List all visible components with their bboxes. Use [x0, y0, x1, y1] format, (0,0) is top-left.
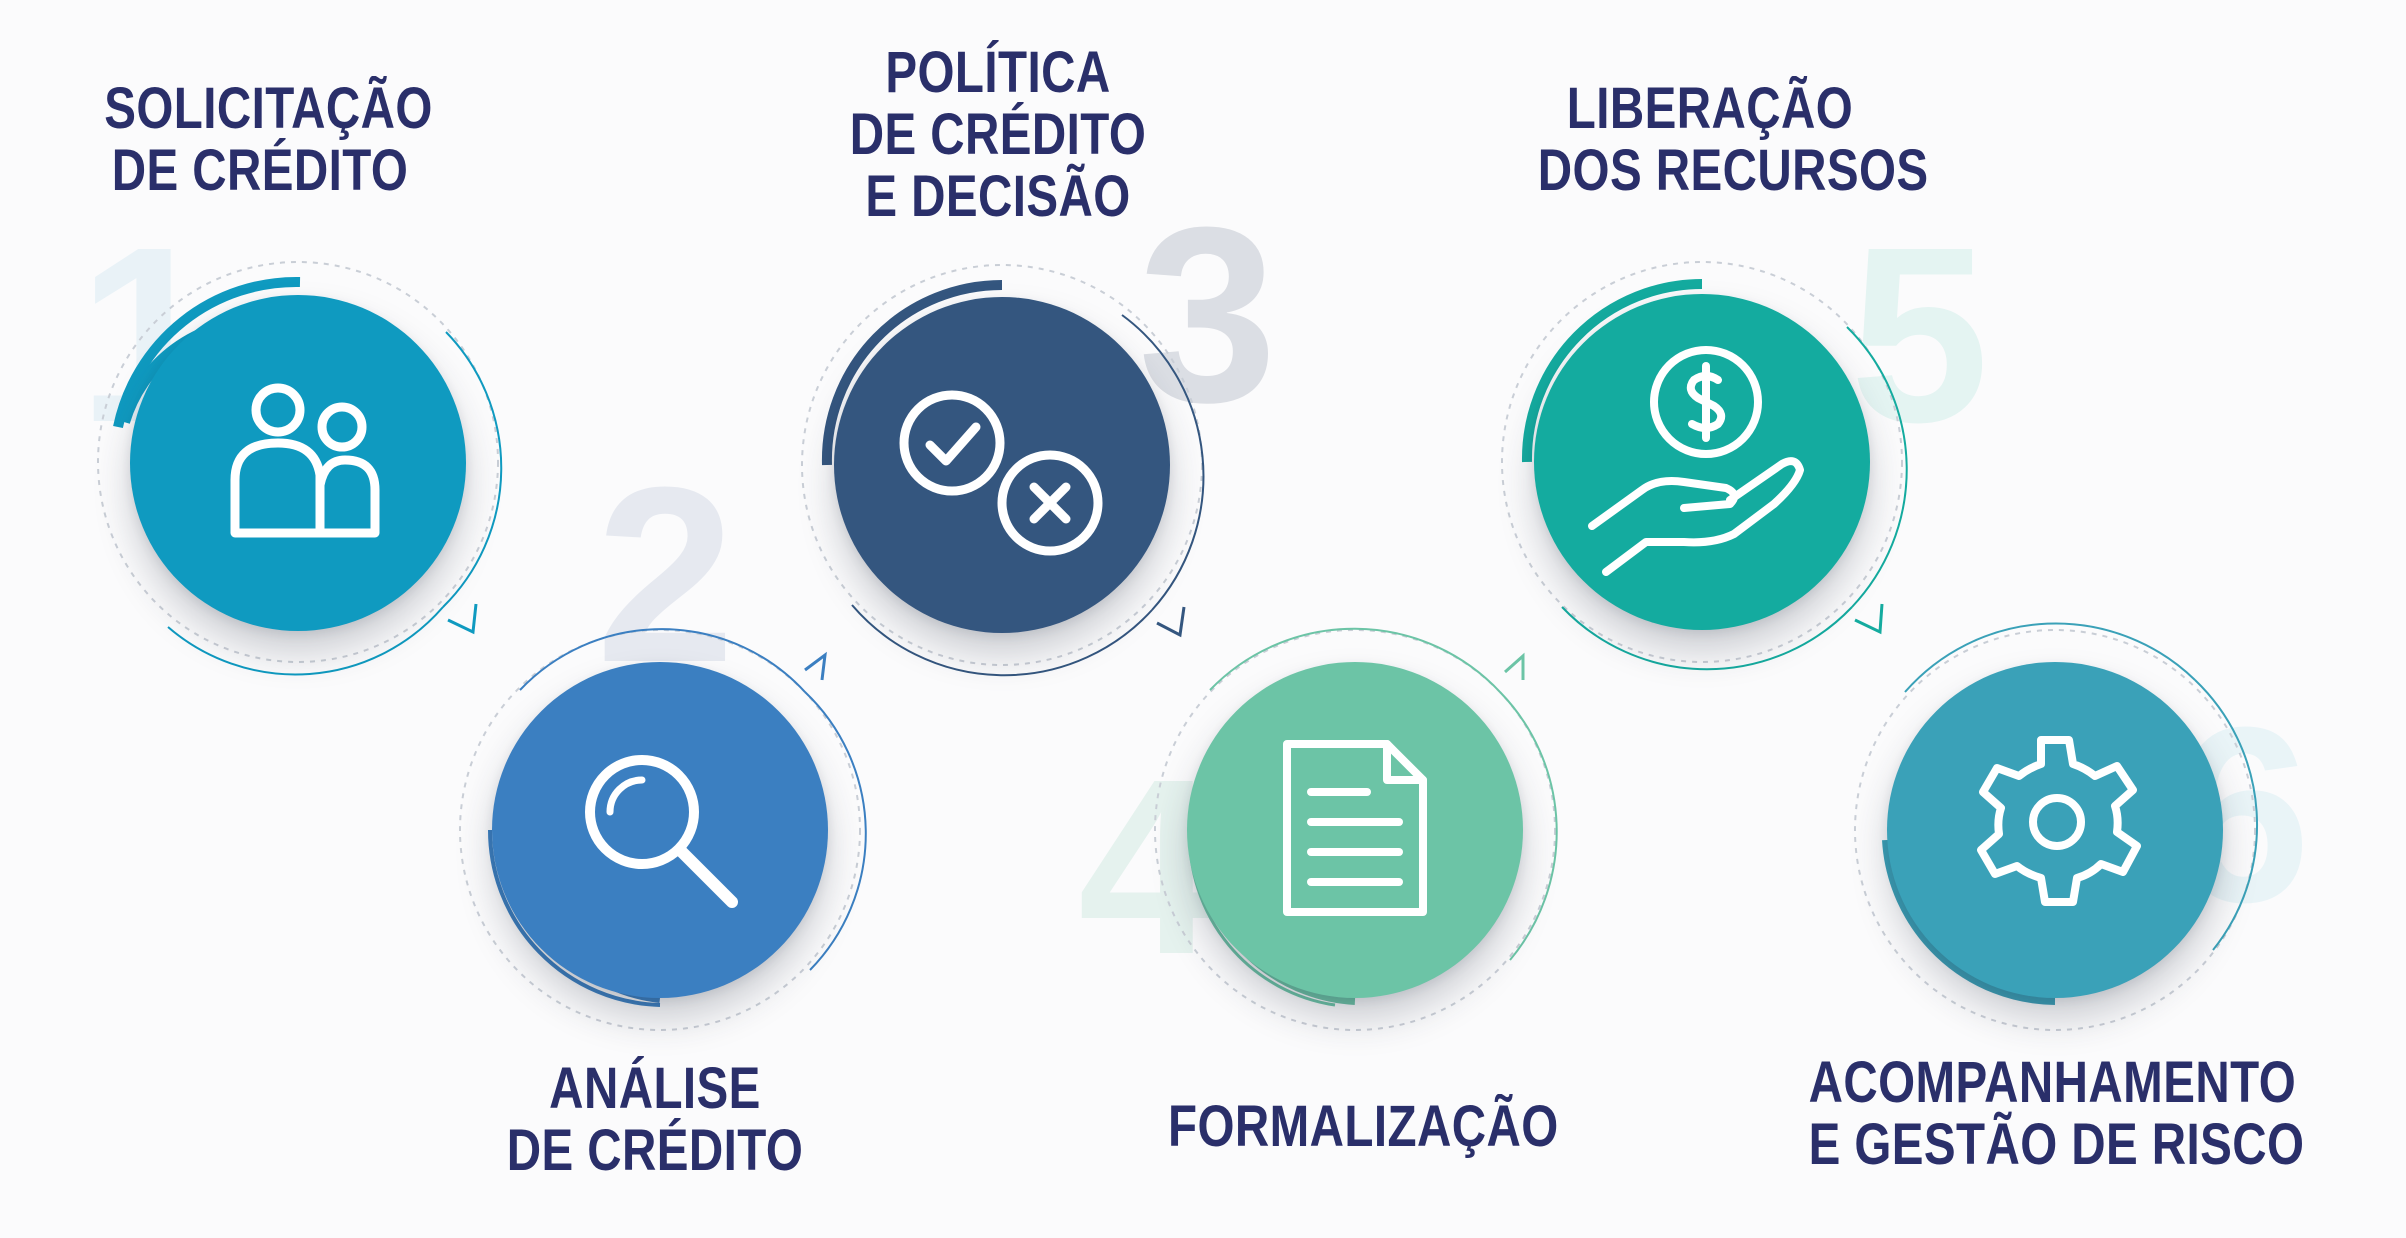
- step-5-ring: [1501, 261, 1908, 671]
- document-icon: [1283, 740, 1427, 916]
- step-2-number: 2: [596, 435, 736, 714]
- gear-icon: [1977, 736, 2141, 906]
- step-1-disc: [130, 295, 466, 631]
- step-6-title-line: E GESTÃO DE RISCO: [1808, 1112, 2305, 1177]
- step-3-title: POLÍTICA DE CRÉDITO E DECISÃO: [842, 42, 1154, 228]
- step-5-title: LIBERAÇÃO DOS RECURSOS: [1537, 76, 1929, 203]
- magnifier-icon: [585, 755, 738, 908]
- step-5-title-line: LIBERAÇÃO: [1566, 76, 1854, 141]
- step-2-title-line: ANÁLISE: [549, 1056, 761, 1121]
- step-3-title-line: E DECISÃO: [865, 164, 1131, 229]
- step-1-title: SOLICITAÇÃO DE CRÉDITO: [104, 76, 433, 203]
- step-3-number: 3: [1138, 175, 1278, 454]
- step-6-title-line: ACOMPANHAMENTO: [1808, 1050, 2297, 1115]
- step-4-disc: [1187, 662, 1523, 998]
- step-2-title: ANÁLISE DE CRÉDITO: [503, 1058, 806, 1182]
- step-3-disc: [834, 297, 1170, 633]
- step-2-disc: [492, 662, 828, 998]
- step-4-title-line: FORMALIZAÇÃO: [1168, 1094, 1559, 1159]
- people-icon: [230, 383, 380, 538]
- step-4-title: FORMALIZAÇÃO: [1168, 1094, 1559, 1159]
- step-1-title-line: SOLICITAÇÃO: [104, 76, 433, 141]
- step-2-title-line: DE CRÉDITO: [506, 1118, 804, 1183]
- step-5-disc: [1534, 294, 1870, 630]
- step-1-title-line: DE CRÉDITO: [111, 138, 409, 203]
- approve-reject-icon: [899, 390, 1103, 556]
- step-5-title-line: DOS RECURSOS: [1537, 138, 1929, 203]
- step-3-title-line: POLÍTICA: [885, 40, 1111, 105]
- step-6-title: ACOMPANHAMENTO E GESTÃO DE RISCO: [1808, 1050, 2305, 1177]
- step-3-title-line: DE CRÉDITO: [849, 102, 1147, 167]
- money-hand-icon: [1588, 346, 1804, 576]
- step-3-ring: [801, 264, 1205, 677]
- step-6-disc: [1887, 662, 2223, 998]
- step-5-number: 5: [1850, 195, 1990, 474]
